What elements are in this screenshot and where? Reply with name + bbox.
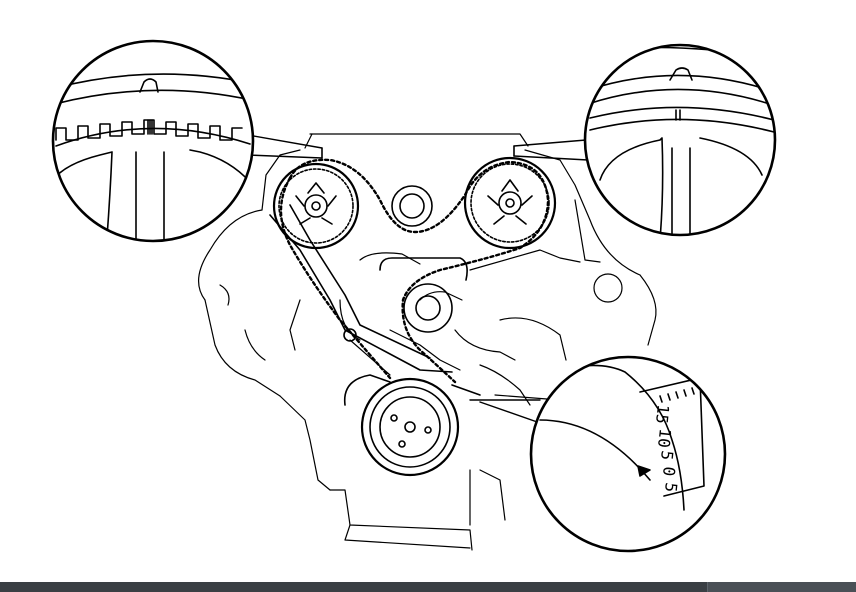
right-cam-pulley <box>463 145 557 250</box>
right-cam-timing-mark-icon <box>583 43 777 237</box>
crank-scale-labels: 15 10 5 0 5 <box>652 404 681 494</box>
scale-label-4: 5 <box>661 482 681 494</box>
scale-label-2: 5 <box>657 450 677 462</box>
crank-timing-scale-icon <box>529 355 727 553</box>
scale-label-3: 0 <box>659 466 679 478</box>
idler-pulley <box>391 185 433 227</box>
left-cam-pulley <box>272 147 360 250</box>
crankshaft-pulley <box>343 374 481 477</box>
scale-label-0: 15 <box>652 404 673 425</box>
timing-belt <box>279 158 550 384</box>
scale-label-1: 10 <box>654 428 675 449</box>
bottom-bar-right-section <box>707 582 856 592</box>
tensioner-arm <box>269 204 453 373</box>
callout-leaders <box>247 134 589 431</box>
left-cam-timing-mark-icon <box>51 39 255 243</box>
tensioner-pulley <box>379 257 468 333</box>
engine-block-outline <box>198 133 657 551</box>
bottom-bar <box>0 582 856 592</box>
